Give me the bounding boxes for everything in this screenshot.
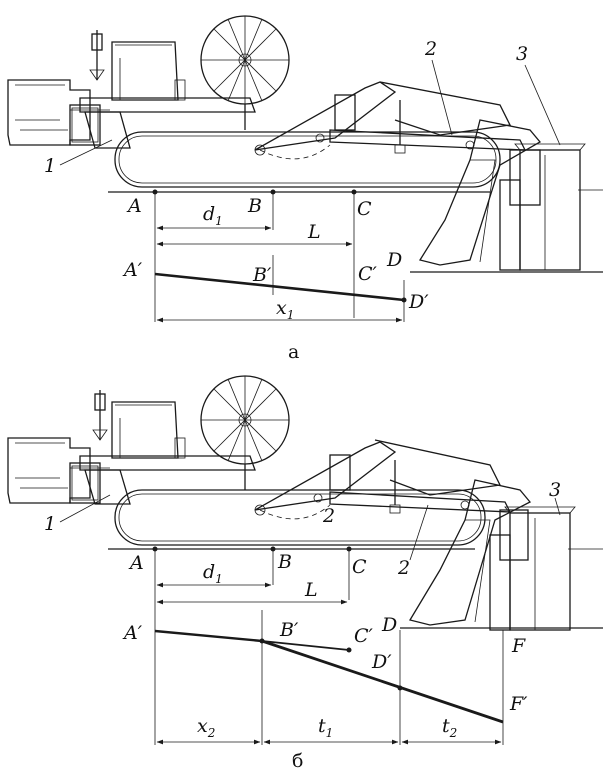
label-3-b: 3 xyxy=(549,479,561,501)
label-t2-b: t2 xyxy=(442,715,457,740)
label-Cp-a: C′ xyxy=(358,263,378,285)
conveyor-unit-a xyxy=(519,149,581,271)
label-C-a: C xyxy=(357,198,372,220)
label-Bp-a: B′ xyxy=(252,264,272,286)
label-Dp-b: D′ xyxy=(371,651,392,673)
label-Dp-a: D′ xyxy=(408,291,429,313)
trajectory-a xyxy=(154,272,405,302)
label-Ap-a: A′ xyxy=(122,259,143,281)
label-A-b: A xyxy=(128,552,144,574)
trajectory-b-3 xyxy=(261,639,504,724)
label-F-b: F xyxy=(511,635,526,657)
label-t1-b: t1 xyxy=(318,715,333,740)
conveyor-unit-b xyxy=(509,512,571,631)
trajectory-b-1 xyxy=(154,629,263,643)
label-C-b: C xyxy=(352,556,367,578)
label-Ap-b: A′ xyxy=(122,622,143,644)
label-x1-a: x1 xyxy=(276,297,294,322)
label-B-b: B xyxy=(277,551,292,573)
label-3-a: 3 xyxy=(516,43,528,65)
label-D-b: D xyxy=(381,614,397,636)
label-L-b: L xyxy=(304,579,318,601)
trajectory-b-2 xyxy=(261,640,350,651)
label-2-b: 2 xyxy=(322,505,335,527)
label-A-a: A xyxy=(126,195,142,217)
label-Fp-b: F′ xyxy=(509,693,528,715)
crawler-track-b xyxy=(114,489,486,546)
label-D-a: D xyxy=(386,249,402,271)
label-1-b: 1 xyxy=(44,513,56,535)
rotor-spokes-a xyxy=(201,16,289,104)
label-x2-b: x2 xyxy=(197,715,215,740)
machine-a xyxy=(7,15,586,271)
label-1-a: 1 xyxy=(44,155,56,177)
label-d1-a: d1 xyxy=(203,203,223,228)
panel-b: 1 2 2 3 A B C D F A′ B′ C′ D′ F′ d1 L x2… xyxy=(7,375,603,771)
label-Bp-b: B′ xyxy=(279,619,299,641)
label-L-a: L xyxy=(307,221,321,243)
machine-b xyxy=(7,375,576,631)
caption-a: а xyxy=(288,341,299,363)
panel-a: 1 2 3 A B C D A′ B′ C′ D′ d1 L x1 а xyxy=(7,15,603,363)
label-B-a: B xyxy=(247,195,262,217)
label-Cp-b: C′ xyxy=(354,625,374,647)
label-2b-b: 2 xyxy=(397,557,410,579)
caption-b: б xyxy=(292,750,303,771)
label-2-a: 2 xyxy=(424,38,437,60)
crawler-track-a xyxy=(114,131,501,188)
label-d1-b: d1 xyxy=(203,561,223,586)
